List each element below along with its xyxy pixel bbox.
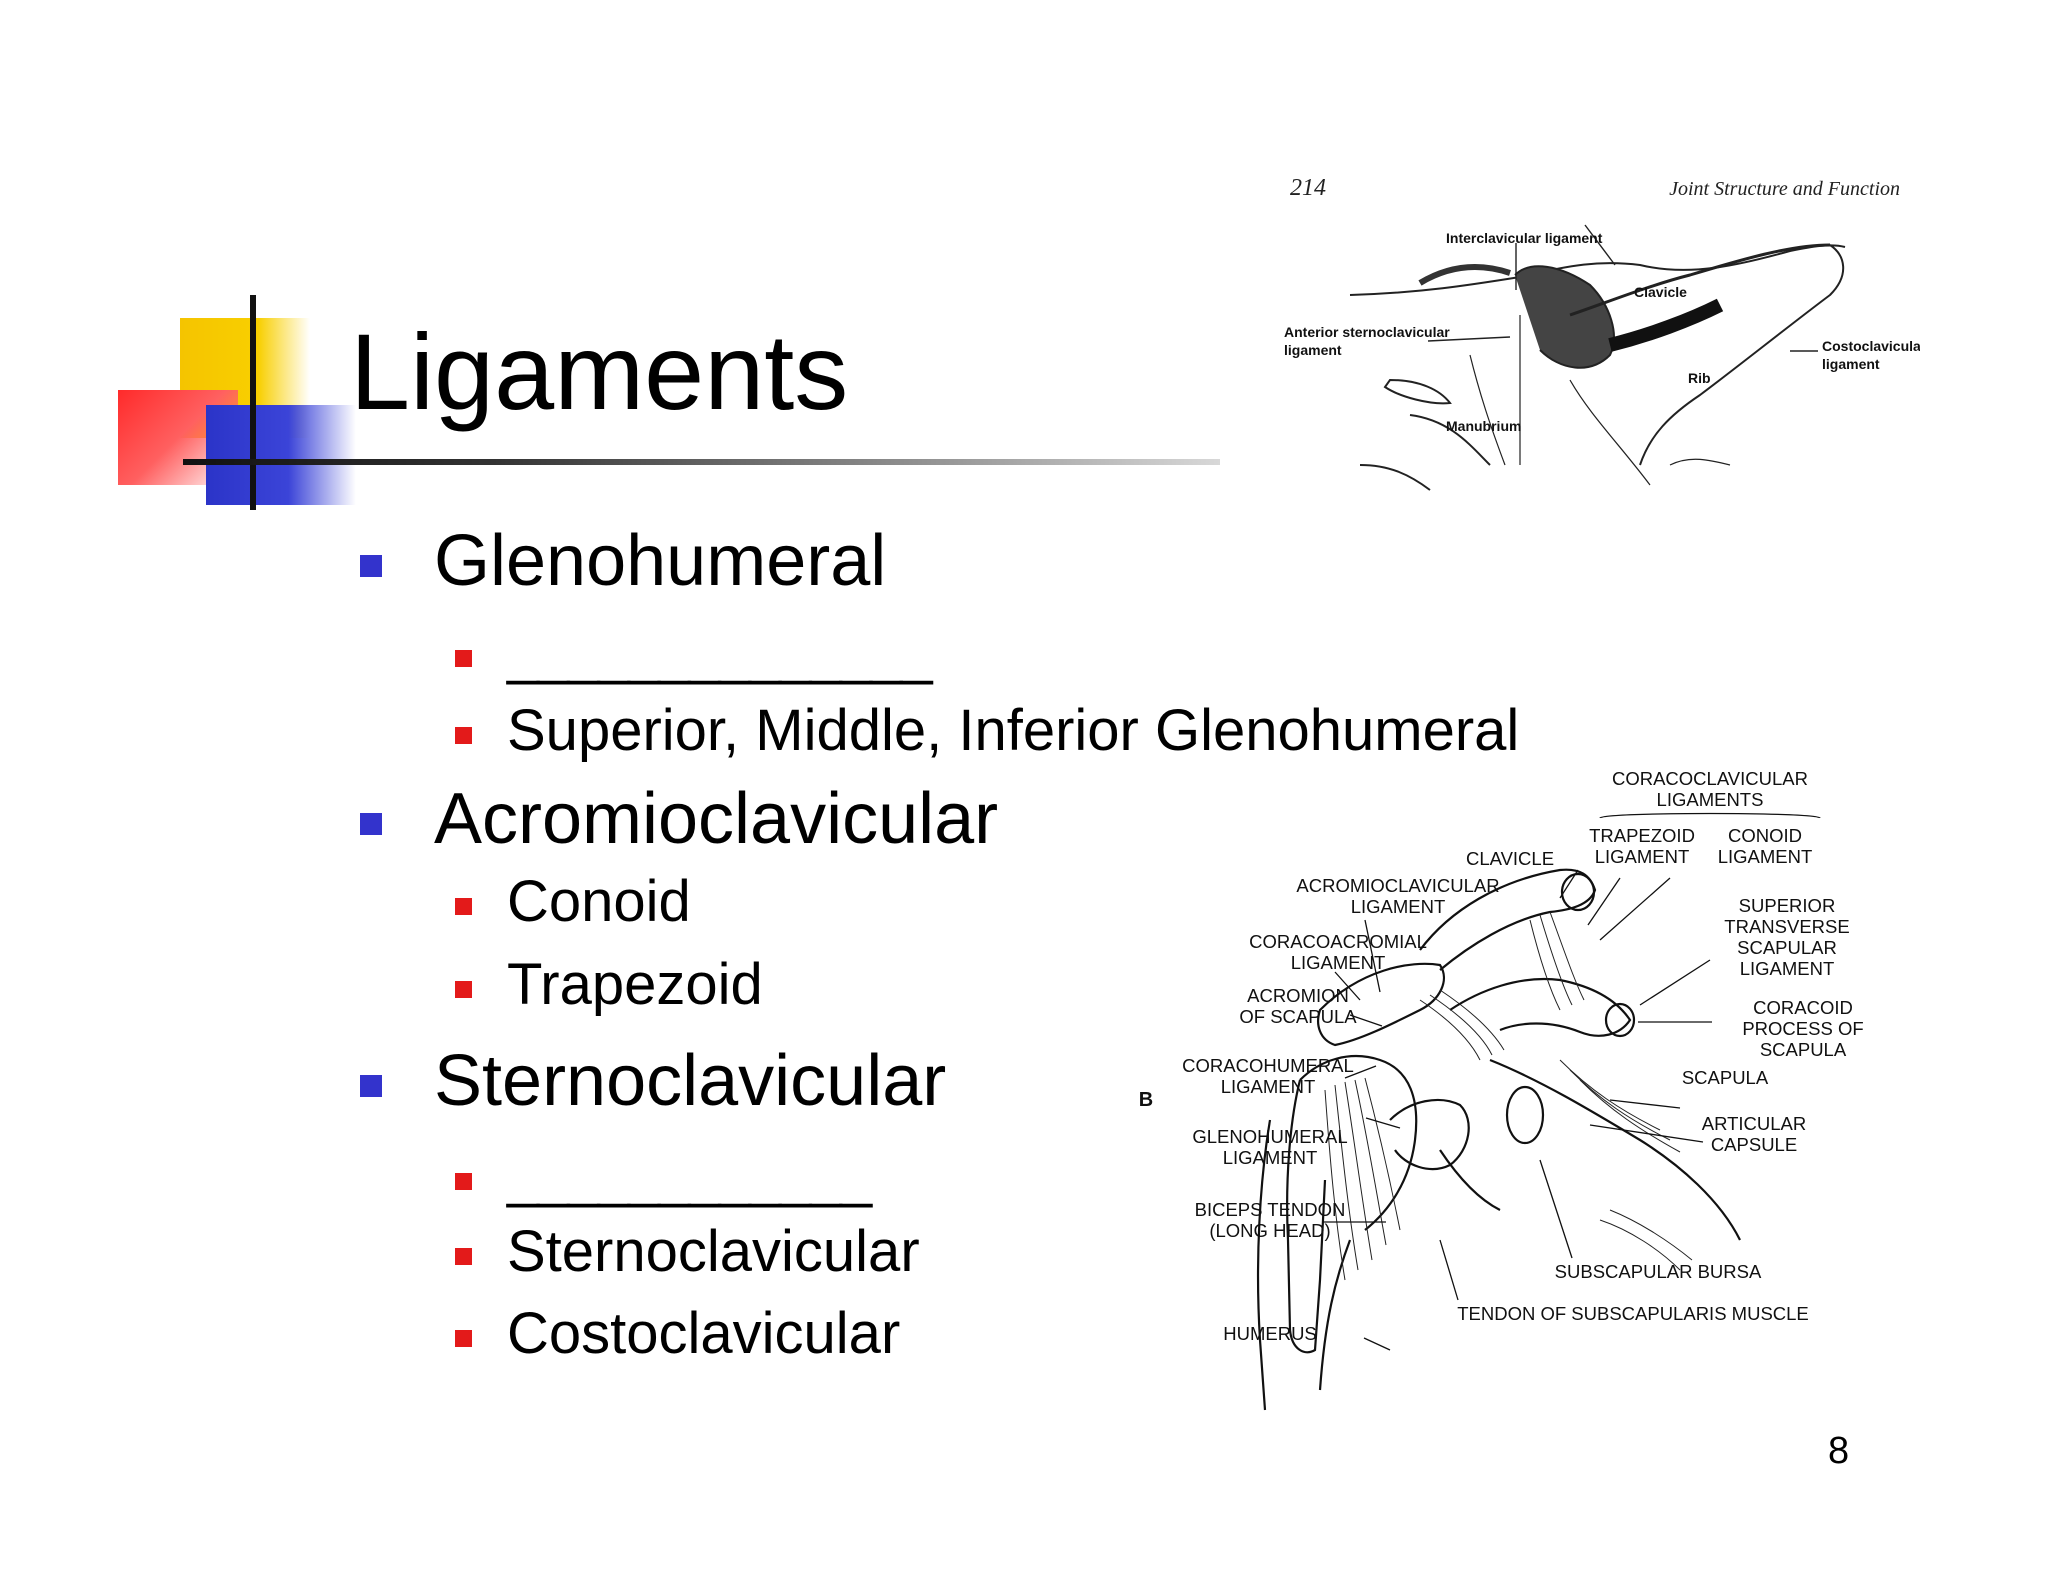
label-rib: Rib — [1688, 370, 1711, 386]
label-subscapularis-tendon: TENDON OF SUBSCAPULARIS MUSCLE — [1457, 1303, 1809, 1324]
square-bullet-icon — [455, 898, 472, 915]
label-ch-ligament-1: CORACOHUMERAL — [1182, 1055, 1354, 1076]
fill-in-blank: ______________ — [507, 621, 933, 686]
label-anterior-sc-ligament-line1: Anterior sternoclavicular — [1284, 324, 1450, 340]
bullet-label: Sternoclavicular — [434, 1041, 947, 1121]
bullet-sternoclavicular: Sternoclavicular — [360, 1040, 946, 1122]
bullet-acromioclavicular: Acromioclavicular — [360, 778, 998, 860]
fill-in-blank: ____________ — [507, 1144, 872, 1209]
page-number: 8 — [1828, 1430, 1850, 1472]
label-ac-ligament-1: ACROMIOCLAVICULAR — [1296, 875, 1499, 896]
square-bullet-icon — [455, 650, 472, 667]
ligament-fibers — [1324, 911, 1693, 1281]
label-clavicle: Clavicle — [1634, 284, 1687, 300]
label-coracoid-1: CORACOID — [1753, 997, 1853, 1018]
sub-bullet-label: Trapezoid — [507, 952, 763, 1017]
label-anterior-sc-ligament-line2: ligament — [1284, 342, 1342, 358]
label-sts-ligament-3: SCAPULAR — [1737, 937, 1837, 958]
panel-label: B — [1139, 1089, 1153, 1111]
label-conoid-2: LIGAMENT — [1718, 846, 1813, 867]
square-bullet-icon — [360, 1075, 382, 1097]
label-conoid-1: CONOID — [1728, 825, 1802, 846]
label-manubrium: Manubrium — [1446, 418, 1521, 434]
title-underline — [183, 459, 1220, 465]
label-biceps-tendon-2: (LONG HEAD) — [1209, 1220, 1330, 1241]
label-sts-ligament-4: LIGAMENT — [1740, 958, 1835, 979]
bullet-glenohumeral: Glenohumeral — [360, 520, 886, 602]
square-bullet-icon — [360, 555, 382, 577]
sternoclavicular-drawing — [1349, 243, 1846, 491]
label-ca-ligament-1: CORACOACROMIAL — [1249, 931, 1427, 952]
label-articular-capsule-1: ARTICULAR — [1702, 1113, 1807, 1134]
label-ca-ligament-2: LIGAMENT — [1291, 952, 1386, 973]
figure-labels: CORACOCLAVICULAR LIGAMENTS TRAPEZOID LIG… — [1139, 768, 1864, 1344]
label-humerus: HUMERUS — [1223, 1323, 1317, 1344]
label-ch-ligament-2: LIGAMENT — [1221, 1076, 1316, 1097]
square-bullet-icon — [455, 981, 472, 998]
square-bullet-icon — [455, 1330, 472, 1347]
label-subscapular-bursa: SUBSCAPULAR BURSA — [1555, 1261, 1762, 1282]
label-coracoid-3: SCAPULA — [1760, 1039, 1847, 1060]
square-bullet-icon — [455, 1248, 472, 1265]
label-trapezoid-1: TRAPEZOID — [1589, 825, 1695, 846]
sub-bullet-blank-2: ____________ — [455, 1143, 872, 1210]
label-ac-ligament-2: LIGAMENT — [1351, 896, 1446, 917]
label-coracoclavicular-ligaments-1: CORACOCLAVICULAR — [1612, 768, 1808, 789]
label-biceps-tendon-1: BICEPS TENDON — [1195, 1199, 1346, 1220]
sub-bullet-conoid: Conoid — [455, 868, 691, 935]
page-title: Ligaments — [350, 311, 849, 432]
sub-bullet-label: Superior, Middle, Inferior Glenohumeral — [507, 698, 1520, 763]
sub-bullet-label: Sternoclavicular — [507, 1219, 920, 1284]
bullet-label: Acromioclavicular — [434, 779, 999, 859]
square-bullet-icon — [455, 1173, 472, 1190]
title-accent-blue-square — [206, 405, 356, 505]
label-coracoid-2: PROCESS OF — [1742, 1018, 1863, 1039]
label-scapula: SCAPULA — [1682, 1067, 1769, 1088]
sub-bullet-label: Costoclavicular — [507, 1301, 901, 1366]
label-articular-capsule-2: CAPSULE — [1711, 1134, 1797, 1155]
label-trapezoid-2: LIGAMENT — [1595, 846, 1690, 867]
sub-bullet-blank-1: ______________ — [455, 620, 933, 687]
sub-bullet-superior-middle-inferior: Superior, Middle, Inferior Glenohumeral — [455, 697, 1519, 764]
square-bullet-icon — [455, 727, 472, 744]
book-running-title: Joint Structure and Function — [1669, 178, 1900, 200]
label-clavicle: CLAVICLE — [1466, 848, 1554, 869]
shoulder-ligaments-figure: CORACOCLAVICULAR LIGAMENTS TRAPEZOID LIG… — [1139, 768, 1864, 1411]
leader-lines — [1427, 224, 1818, 352]
label-gh-ligament-2: LIGAMENT — [1223, 1147, 1318, 1168]
label-acromion-2: OF SCAPULA — [1239, 1006, 1357, 1027]
label-gh-ligament-1: GLENOHUMERAL — [1192, 1126, 1347, 1147]
label-acromion-1: ACROMION — [1247, 985, 1349, 1006]
sub-bullet-trapezoid: Trapezoid — [455, 951, 763, 1018]
sub-bullet-sternoclavicular: Sternoclavicular — [455, 1218, 920, 1285]
label-interclavicular-ligament: Interclavicular ligament — [1446, 230, 1603, 246]
bullet-label: Glenohumeral — [434, 521, 887, 601]
book-page-number: 214 — [1290, 175, 1326, 201]
label-costoclavicular-line2: ligament — [1822, 356, 1880, 372]
shoulder-drawing — [1256, 868, 1741, 1411]
leader-lines — [1322, 869, 1712, 1351]
label-sts-ligament-2: TRANSVERSE — [1724, 916, 1849, 937]
sternoclavicular-joint-figure: 214 Joint Structure and Function Intercl… — [1284, 175, 1920, 491]
label-coracoclavicular-ligaments-2: LIGAMENTS — [1657, 789, 1764, 810]
title-accent-vertical-line — [250, 295, 256, 510]
label-sts-ligament-1: SUPERIOR — [1739, 895, 1836, 916]
label-costoclavicular-line1: Costoclavicular — [1822, 338, 1920, 354]
sub-bullet-costoclavicular: Costoclavicular — [455, 1300, 900, 1367]
sub-bullet-label: Conoid — [507, 869, 691, 934]
square-bullet-icon — [360, 813, 382, 835]
